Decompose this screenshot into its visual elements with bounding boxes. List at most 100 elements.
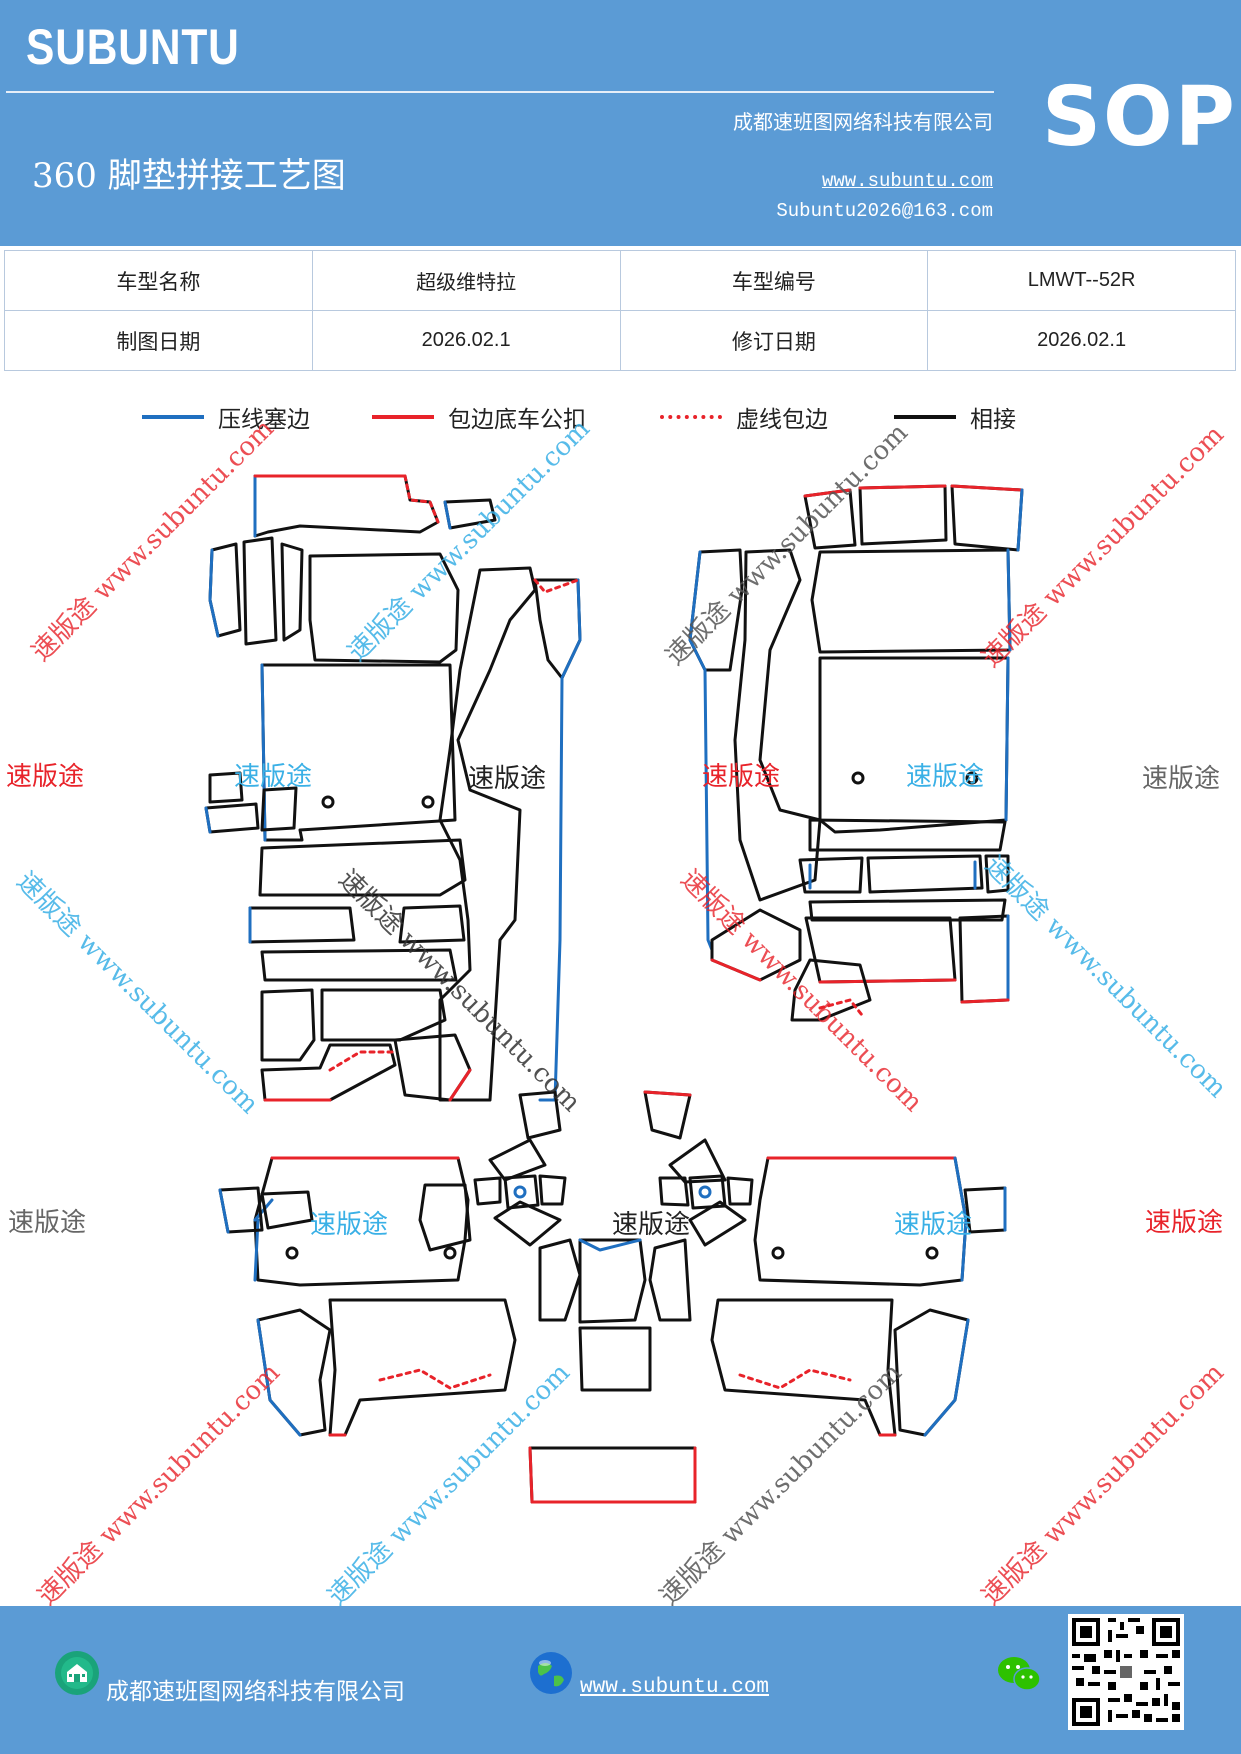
mat-edge-red xyxy=(710,958,762,982)
mat-piece xyxy=(533,578,582,680)
model-name-label: 车型名称 xyxy=(4,250,313,311)
mat-edge-red-dotted xyxy=(533,578,580,594)
mat-edge-red-dotted xyxy=(378,1368,492,1390)
mat-hole xyxy=(443,1246,457,1260)
mat-edge-red xyxy=(448,1068,472,1102)
mat-piece xyxy=(280,542,304,642)
mat-piece xyxy=(950,484,1024,552)
footer-banner: 成都速班图网络科技有限公司 www.subuntu.com xyxy=(0,1606,1241,1754)
legend-label: 压线塞边 xyxy=(218,407,310,433)
mat-edge-blue xyxy=(808,860,977,890)
mat-piece xyxy=(893,1308,970,1437)
mat-piece xyxy=(260,1043,397,1102)
mat-piece xyxy=(260,988,316,1062)
mat-edge-blue xyxy=(688,550,707,672)
mat-piece xyxy=(260,1190,314,1230)
legend-swatch-red xyxy=(372,415,434,419)
mat-hole xyxy=(771,1246,785,1260)
header-divider xyxy=(6,91,994,93)
legend-label: 包边底车公扣 xyxy=(448,407,586,433)
watermark-text: 速版途 xyxy=(234,762,313,792)
watermark-text: 速版途 xyxy=(906,762,985,792)
draw-date-label: 制图日期 xyxy=(4,310,313,371)
mat-piece xyxy=(488,1138,547,1182)
mat-edge-blue xyxy=(538,676,564,1102)
mat-hole xyxy=(698,1185,712,1199)
mat-edge-blue xyxy=(923,1318,970,1437)
mat-edge-blue xyxy=(1004,656,1010,822)
draw-date-value: 2026.02.1 xyxy=(311,310,621,371)
mat-edge-blue xyxy=(1016,488,1024,552)
revision-date-value: 2026.02.1 xyxy=(927,310,1236,371)
footer-company: 成都速班图网络科技有限公司 xyxy=(106,1679,405,1705)
mat-piece xyxy=(984,854,1010,894)
mat-piece xyxy=(260,786,298,832)
mat-piece xyxy=(438,566,537,1102)
document-title: 360 脚垫拼接工艺图 xyxy=(32,156,346,196)
table-row: 车型名称 超级维特拉 车型编号 LMWT--52R xyxy=(4,250,1236,311)
legend-item: 相接 xyxy=(894,400,1016,434)
home-icon xyxy=(55,1651,99,1695)
email-address[interactable]: Subuntu2026@163.com xyxy=(776,200,993,222)
mat-piece xyxy=(308,552,460,664)
legend-swatch-red-dotted xyxy=(660,415,722,419)
legend-label: 虚线包边 xyxy=(736,407,828,433)
mat-piece xyxy=(258,838,467,897)
mat-piece xyxy=(253,474,440,538)
sop-badge: SOP xyxy=(1042,70,1237,165)
mat-piece xyxy=(818,656,1010,834)
mat-piece xyxy=(538,1238,582,1322)
mat-piece xyxy=(958,914,1010,1004)
mat-piece xyxy=(866,854,984,894)
mat-edge-red xyxy=(528,1446,697,1504)
watermark-text: 速版途 xyxy=(6,762,85,792)
mat-edge-blue xyxy=(204,806,212,834)
legend-swatch-black xyxy=(894,415,956,419)
mat-edge-blue xyxy=(218,1188,230,1234)
mat-piece xyxy=(328,1298,517,1437)
legend-item: 压线塞边 xyxy=(142,400,310,434)
mat-piece xyxy=(810,548,1012,654)
mat-edge-blue xyxy=(578,1238,642,1252)
globe-icon xyxy=(530,1652,572,1694)
mat-piece xyxy=(808,898,1007,922)
mat-piece xyxy=(242,536,278,646)
mat-piece xyxy=(648,1238,692,1322)
footer-website[interactable]: www.subuntu.com xyxy=(580,1676,770,1699)
watermark-text: 速版途 xyxy=(702,762,781,792)
mat-piece xyxy=(668,1138,727,1184)
mat-edge-red-dotted xyxy=(818,998,864,1017)
model-code-value: LMWT--52R xyxy=(927,250,1236,311)
mat-pattern-diagram xyxy=(204,474,1024,1504)
model-name-value: 超级维特拉 xyxy=(311,250,621,311)
mat-edge-red xyxy=(643,1090,692,1097)
mat-piece xyxy=(790,958,872,1022)
qr-code-icon[interactable] xyxy=(1068,1614,1184,1730)
watermark-text: 速版途 xyxy=(1142,764,1221,794)
mat-edge-blue xyxy=(256,1318,302,1437)
mat-hole xyxy=(513,1185,527,1199)
mat-piece xyxy=(518,1090,562,1140)
mat-piece xyxy=(248,906,356,944)
website-link[interactable]: www.subuntu.com xyxy=(821,170,993,192)
watermark-text: 速版途 xyxy=(310,1210,389,1240)
mat-hole xyxy=(925,1246,939,1260)
mat-edge-blue xyxy=(208,548,220,638)
legend-label: 相接 xyxy=(970,407,1016,433)
mat-hole xyxy=(421,795,435,809)
mat-piece xyxy=(804,916,957,984)
mat-piece xyxy=(320,988,447,1042)
watermark-text: 速版途 xyxy=(8,1208,87,1238)
mat-hole xyxy=(321,795,335,809)
mat-edge-blue xyxy=(953,1156,968,1282)
vehicle-info-table: 车型名称 超级维特拉 车型编号 LMWT--52R 制图日期 2026.02.1… xyxy=(4,250,1236,371)
mat-piece xyxy=(493,1200,562,1247)
company-name: 成都速班图网络科技有限公司 xyxy=(733,110,993,134)
mat-piece xyxy=(578,1238,647,1324)
pattern-group-left xyxy=(204,474,582,1102)
legend-item: 包边底车公扣 xyxy=(372,400,586,434)
mat-edge-red xyxy=(960,998,1010,1004)
mat-edge-red-dotted xyxy=(738,1368,852,1390)
wechat-icon[interactable] xyxy=(996,1654,1042,1694)
mat-piece xyxy=(208,771,244,804)
